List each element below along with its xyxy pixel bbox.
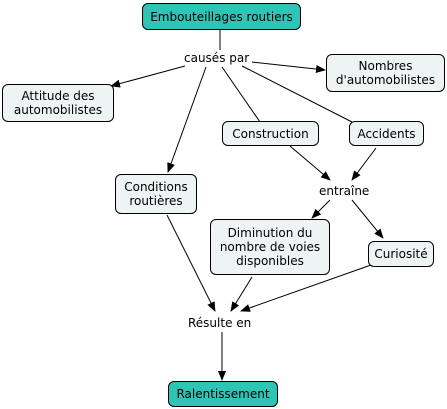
node-attitude-des-automobilistes[interactable]: Attitude des automobilistes [2,84,114,122]
node-accidents[interactable]: Accidents [349,121,424,146]
edge-curiosite-to-resulte-en [240,264,372,312]
node-conditions-routieres[interactable]: Conditions routières [115,174,197,214]
node-embouteillages-routiers[interactable]: Embouteillages routiers [142,3,301,30]
node-diminution-nombre-voies[interactable]: Diminution du nombre de voies disponible… [210,219,330,275]
edge-causes-par-to-construction [221,66,261,123]
edge-diminution-to-resulte-en [230,276,253,312]
node-ralentissement[interactable]: Ralentissement [168,381,278,407]
edge-entraine-to-curiosite [351,199,384,239]
edge-causes-par-to-accidents [241,65,353,123]
link-entraine: entraîne [317,184,372,198]
edge-causes-par-to-attitude [110,65,186,88]
edge-conditions-to-resulte-en [166,214,216,312]
edge-causes-par-to-conditions [167,66,207,173]
link-resulte-en: Résulte en [186,316,254,330]
edge-construction-to-entraine [289,145,331,181]
edge-accidents-to-entraine [351,147,377,181]
node-curiosite[interactable]: Curiosité [368,241,434,267]
node-nombres-automobilistes[interactable]: Nombres d'automobilistes [326,54,445,92]
node-construction[interactable]: Construction [222,121,319,146]
edge-entraine-to-diminution [311,199,331,219]
edge-causes-par-to-nombres [251,61,326,73]
link-causes-par: causés par [182,51,252,65]
